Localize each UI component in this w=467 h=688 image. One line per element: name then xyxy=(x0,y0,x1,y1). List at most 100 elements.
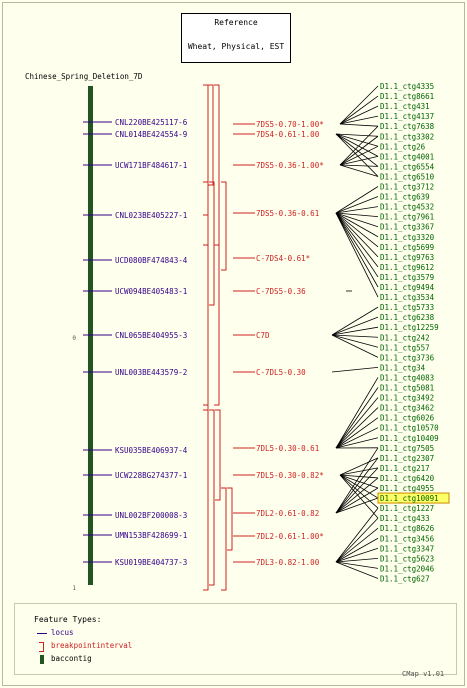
interval-label[interactable]: 7DS5-0.70-1.00* xyxy=(256,120,324,129)
contig-label[interactable]: D1.1_ctg7505 xyxy=(380,444,434,453)
correspondence-line xyxy=(331,316,379,336)
breakpoint-bracket[interactable] xyxy=(209,181,215,306)
contig-label[interactable]: D1.1_ctg5081 xyxy=(380,384,434,393)
interval-label[interactable]: 7DL3-0.82-1.00 xyxy=(256,558,320,567)
breakpoint-bracket[interactable] xyxy=(203,409,209,591)
contig-label[interactable]: D1.1_ctg10570 xyxy=(380,424,439,433)
interval-label[interactable]: 7DL2-0.61-0.82 xyxy=(256,509,319,518)
contig-label[interactable]: D1.1_ctg10409 xyxy=(380,434,439,443)
correspondence-line xyxy=(335,561,379,579)
breakpoint-bracket[interactable] xyxy=(214,84,220,246)
breakpoint-bracket[interactable] xyxy=(203,244,209,411)
locus-label[interactable]: UNL002BF200008-3 xyxy=(115,511,187,520)
map-title[interactable]: Chinese_Spring_Deletion_7D xyxy=(25,72,143,81)
breakpoint-bracket[interactable] xyxy=(221,487,227,591)
contig-label[interactable]: D1.1_ctg627 xyxy=(380,574,430,583)
contig-label[interactable]: D1.1_ctg8661 xyxy=(380,92,434,101)
locus-label[interactable]: UCW228BG274377-1 xyxy=(115,471,187,480)
contig-label[interactable]: D1.1_ctg6026 xyxy=(380,414,435,423)
contig-label[interactable]: D1.1_ctg3736 xyxy=(380,353,435,362)
contig-label[interactable]: D1.1_ctg2307 xyxy=(380,454,434,463)
breakpoint-bracket[interactable] xyxy=(227,487,233,551)
breakpoint-bracket[interactable] xyxy=(214,244,220,406)
contig-label[interactable]: D1.1_ctg4137 xyxy=(380,112,434,121)
contig-label[interactable]: D1.1_ctg3367 xyxy=(380,223,434,232)
contig-label[interactable]: D1.1_ctg7961 xyxy=(380,213,434,222)
contig-label[interactable]: D1.1_ctg9763 xyxy=(380,253,434,262)
contig-label[interactable]: D1.1_ctg34 xyxy=(380,363,426,372)
locus-label[interactable]: CNL014BE424554-9 xyxy=(115,130,187,139)
interval-label[interactable]: 7DL2-0.61-1.00* xyxy=(256,532,324,541)
contig-label[interactable]: D1.1_ctg5699 xyxy=(380,243,434,252)
correspondence-line xyxy=(339,145,379,166)
correspondence-line xyxy=(339,164,379,167)
contig-label[interactable]: D1.1_ctg4532 xyxy=(380,203,434,212)
breakpoint-bracket[interactable] xyxy=(221,181,227,271)
interval-label[interactable]: 7DS5-0.36-1.00* xyxy=(256,161,324,170)
contig-label[interactable]: D1.1_ctg3534 xyxy=(380,293,435,302)
contig-label[interactable]: D1.1_ctg7638 xyxy=(380,122,435,131)
breakpoint-bracket[interactable] xyxy=(215,409,221,501)
contig-label[interactable]: D1.1_ctg2046 xyxy=(380,564,435,573)
interval-label[interactable]: C-7DS5-0.36 xyxy=(256,287,306,296)
interval-label[interactable]: C-7DS4-0.61* xyxy=(256,254,310,263)
contig-label[interactable]: D1.1_ctg6238 xyxy=(380,313,435,322)
contig-label[interactable]: D1.1_ctg5623 xyxy=(380,554,434,563)
correspondence-line xyxy=(339,467,379,476)
contig-label[interactable]: D1.1_ctg639 xyxy=(380,193,430,202)
reference-title: Reference xyxy=(214,18,258,27)
locus-label[interactable]: UCD080BF474843-4 xyxy=(115,256,188,265)
contig-label[interactable]: D1.1_ctg9612 xyxy=(380,263,434,272)
correspondence-line xyxy=(335,427,379,449)
reference-box[interactable]: Reference Wheat, Physical, EST xyxy=(181,13,291,63)
contig-label[interactable]: D1.1_ctg3347 xyxy=(380,544,434,553)
contig-label[interactable]: D1.1_ctg4001 xyxy=(380,152,434,161)
interval-label[interactable]: 7DL5-0.30-0.61 xyxy=(256,444,319,453)
highlighted-contig-box[interactable] xyxy=(377,492,450,504)
correspondence-line xyxy=(339,123,379,127)
contig-label[interactable]: D1.1_ctg4335 xyxy=(380,82,434,91)
contig-label[interactable]: D1.1_ctg3302 xyxy=(380,132,434,141)
contig-label[interactable]: D1.1_ctg557 xyxy=(380,343,430,352)
locus-label[interactable]: UCW094BE405483-1 xyxy=(115,287,187,296)
locus-label[interactable]: CNL220BE425117-6 xyxy=(115,118,188,127)
breakpoint-bracket[interactable] xyxy=(208,84,214,186)
interval-label[interactable]: 7DS4-0.61-1.00 xyxy=(256,130,320,139)
contig-label[interactable]: D1.1_ctg3492 xyxy=(380,394,434,403)
contig-label[interactable]: D1.1_ctg3462 xyxy=(380,404,434,413)
interval-label[interactable]: C7D xyxy=(256,331,270,340)
locus-label[interactable]: CNL023BE405227-1 xyxy=(115,211,187,220)
contig-label[interactable]: D1.1_ctg3712 xyxy=(380,183,434,192)
locus-label[interactable]: UNL003BE443579-2 xyxy=(115,368,187,377)
interval-label[interactable]: 7DS5-0.36-0.61 xyxy=(256,209,319,218)
contig-label[interactable]: D1.1_ctg3579 xyxy=(380,273,434,282)
interval-label[interactable]: C-7DL5-0.30 xyxy=(256,368,306,377)
contig-label[interactable]: D1.1_ctg3456 xyxy=(380,534,435,543)
contig-label[interactable]: D1.1_ctg4955 xyxy=(380,484,434,493)
locus-label[interactable]: UCW171BF484617-1 xyxy=(115,161,187,170)
interval-label[interactable]: 7DL5-0.30-0.82* xyxy=(256,471,324,480)
contig-label[interactable]: D1.1_ctg10091 xyxy=(380,494,439,503)
contig-label[interactable]: D1.1_ctg1227 xyxy=(380,504,434,513)
legend-item-breakpointinterval: breakpointinterval xyxy=(37,641,132,652)
contig-label[interactable]: D1.1_ctg242 xyxy=(380,333,430,342)
locus-label[interactable]: KSU035BE406937-4 xyxy=(115,446,188,455)
contig-label[interactable]: D1.1_ctg4083 xyxy=(380,373,434,382)
contig-label[interactable]: D1.1_ctg26 xyxy=(380,142,426,151)
contig-label[interactable]: D1.1_ctg8626 xyxy=(380,524,435,533)
locus-label[interactable]: UMN153BF428699-1 xyxy=(115,531,187,540)
contig-label[interactable]: D1.1_ctg6420 xyxy=(380,474,435,483)
locus-label[interactable]: KSU019BE404737-3 xyxy=(115,558,187,567)
contig-label[interactable]: D1.1_ctg6510 xyxy=(380,172,435,181)
breakpoint-bracket[interactable] xyxy=(203,84,209,216)
contig-label[interactable]: D1.1_ctg217 xyxy=(380,464,430,473)
contig-label[interactable]: D1.1_ctg431 xyxy=(380,102,430,111)
breakpoint-bracket[interactable] xyxy=(209,409,215,586)
locus-label[interactable]: CNL065BE404955-3 xyxy=(115,331,187,340)
contig-label[interactable]: D1.1_ctg3320 xyxy=(380,233,435,242)
contig-label[interactable]: D1.1_ctg433 xyxy=(380,514,430,523)
contig-label[interactable]: D1.1_ctg6554 xyxy=(380,162,435,171)
contig-label[interactable]: D1.1_ctg9494 xyxy=(380,283,435,292)
contig-label[interactable]: D1.1_ctg12259 xyxy=(380,323,439,332)
contig-label[interactable]: D1.1_ctg5733 xyxy=(380,303,434,312)
